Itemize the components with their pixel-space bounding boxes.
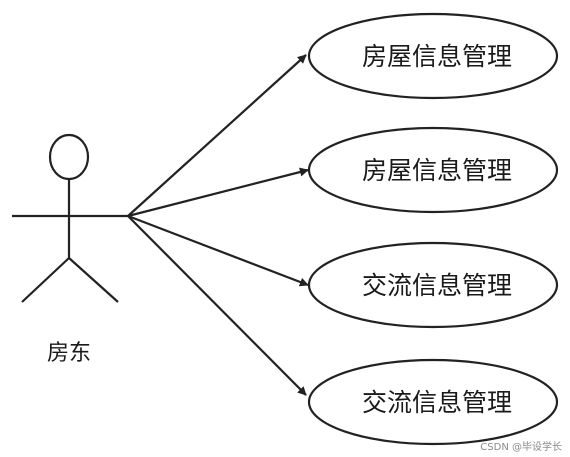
use-case-label: 交流信息管理 — [362, 271, 512, 300]
use-case-ellipse — [307, 241, 559, 329]
actor-left-leg — [21, 257, 70, 303]
use-case-1: 房屋信息管理 — [307, 12, 559, 100]
use-case-2: 房屋信息管理 — [307, 126, 559, 214]
association-arrow-4 — [127, 215, 307, 396]
use-case-ellipse — [307, 12, 559, 100]
actor-label: 房东 — [47, 341, 91, 366]
use-case-label: 房屋信息管理 — [362, 156, 512, 185]
use-case-3: 交流信息管理 — [307, 241, 559, 329]
use-case-ellipse — [307, 126, 559, 214]
actor-right-leg — [68, 257, 119, 303]
association-arrow-3 — [127, 214, 309, 287]
association-arrows — [127, 54, 309, 396]
association-arrow-2 — [127, 167, 309, 218]
use-case-label: 交流信息管理 — [362, 388, 512, 417]
use-case-ellipse — [307, 358, 559, 446]
watermark: CSDN @毕设学长 — [480, 440, 562, 453]
use-case-label: 房屋信息管理 — [362, 42, 512, 71]
actor-figure — [12, 133, 128, 303]
association-arrow-1 — [127, 54, 307, 217]
actor-head — [48, 133, 90, 181]
use-case-4: 交流信息管理 — [307, 358, 559, 446]
